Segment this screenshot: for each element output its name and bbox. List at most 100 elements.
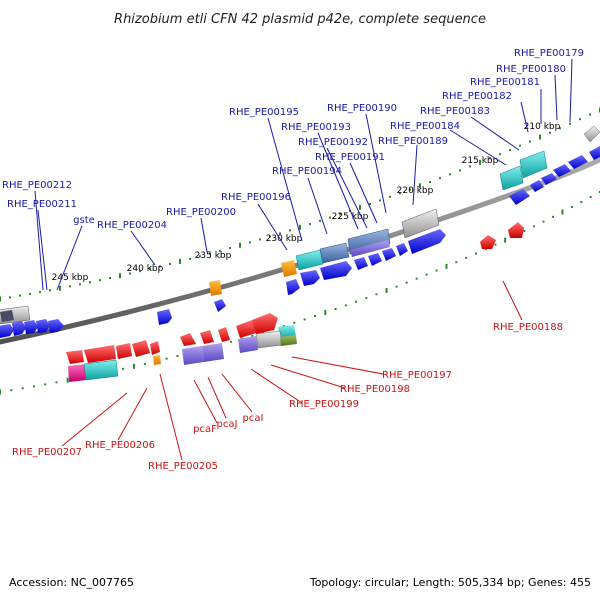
gene-label: RHE_PE00184	[390, 121, 460, 132]
gene-forward	[295, 249, 324, 271]
gene-forward	[0, 324, 14, 338]
reverse-genes	[66, 222, 524, 382]
map-title: Rhizobium etli CFN 42 plasmid p42e, comp…	[114, 12, 486, 27]
gene-reverse	[153, 355, 161, 365]
gene-forward	[319, 242, 350, 264]
gene-forward	[286, 279, 300, 295]
gene-forward	[583, 125, 600, 143]
gene-reverse	[508, 222, 524, 238]
gene-forward	[530, 180, 544, 192]
scale-label: 230 kbp	[266, 234, 303, 244]
gene-label: RHE_PE00194	[272, 166, 342, 177]
gene-label: RHE_PE00211	[7, 199, 77, 210]
gene-label: pcaJ	[217, 419, 238, 430]
gene-label: RHE_PE00206	[85, 440, 155, 451]
gene-forward	[382, 248, 396, 261]
scale-label: 220 kbp	[397, 186, 434, 196]
gene-forward	[589, 146, 600, 160]
gene-reverse	[236, 320, 256, 338]
gene-label: RHE_PE00199	[289, 399, 359, 410]
gene-label: RHE_PE00197	[382, 370, 452, 381]
gene-forward	[281, 260, 297, 277]
outer-scale-ticks	[0, 107, 600, 302]
gene-reverse	[68, 364, 87, 382]
reverse-gene-labels: RHE_PE00188 RHE_PE00197 RHE_PE00198 RHE_…	[12, 322, 563, 472]
gene-reverse	[84, 345, 116, 363]
gene-reverse	[116, 343, 132, 359]
gene-forward	[568, 155, 588, 169]
forward-gene-labels: RHE_PE00179 RHE_PE00180 RHE_PE00181 RHE_…	[2, 48, 584, 231]
forward-genes	[0, 125, 600, 338]
gene-forward	[368, 253, 382, 266]
forward-leader-lines	[34, 58, 573, 291]
reverse-leader-lines	[61, 280, 523, 461]
gene-label: RHE_PE00207	[12, 447, 82, 458]
gene-forward	[553, 164, 571, 177]
gene-forward	[401, 208, 440, 239]
gene-reverse	[238, 336, 258, 353]
gene-label: RHE_PE00193	[281, 122, 351, 133]
gene-forward	[350, 240, 390, 257]
gene-forward	[499, 165, 524, 191]
scale-label: 215 kbp	[462, 156, 499, 166]
gene-reverse	[280, 335, 297, 346]
gene-reverse	[480, 235, 496, 249]
gene-forward	[396, 243, 408, 256]
gene-forward	[0, 310, 14, 322]
scale-label: 225 kbp	[332, 212, 369, 222]
gene-reverse	[180, 333, 196, 346]
gene-reverse	[132, 340, 150, 357]
gene-forward	[320, 261, 352, 280]
gene-reverse	[182, 346, 204, 365]
gene-reverse	[200, 330, 214, 344]
gene-forward	[214, 299, 226, 312]
gene-label: RHE_PE00195	[229, 107, 299, 118]
scale-label: 240 kbp	[127, 264, 164, 274]
gene-label: RHE_PE00180	[496, 64, 566, 75]
gene-label: RHE_PE00181	[470, 77, 540, 88]
gene-forward	[48, 319, 64, 333]
scale-label: 235 kbp	[195, 251, 232, 261]
gene-label: RHE_PE00212	[2, 180, 72, 191]
gene-label: RHE_PE00204	[97, 220, 167, 231]
gene-label: RHE_PE00200	[166, 207, 236, 218]
scale-label: 245 kbp	[52, 273, 89, 283]
gene-label: RHE_PE00188	[493, 322, 563, 333]
gene-forward	[12, 321, 26, 336]
gene-reverse	[202, 343, 224, 362]
gene-reverse	[255, 330, 283, 349]
gene-label: RHE_PE00198	[340, 384, 410, 395]
gene-reverse	[66, 350, 84, 364]
accession-text: Accession: NC_007765	[9, 576, 134, 589]
gene-reverse	[252, 313, 278, 334]
gene-label: RHE_PE00182	[442, 91, 512, 102]
gene-reverse	[278, 325, 296, 339]
gene-forward	[509, 189, 530, 205]
gene-label: RHE_PE00190	[327, 103, 397, 114]
gene-forward	[354, 257, 368, 270]
gene-reverse	[218, 327, 230, 342]
gene-forward	[541, 173, 557, 185]
gene-label: RHE_PE00189	[378, 136, 448, 147]
gene-label: pcaI	[243, 413, 264, 424]
gene-label: RHE_PE00196	[221, 192, 291, 203]
gene-forward	[300, 270, 320, 286]
gene-label: gste	[73, 215, 95, 226]
gene-label: pcaF	[193, 424, 217, 435]
gene-forward	[347, 228, 391, 255]
scale-labels: 245 kbp 240 kbp 235 kbp 230 kbp 225 kbp …	[52, 122, 561, 283]
gene-forward	[519, 150, 548, 179]
gene-label: RHE_PE00192	[298, 137, 368, 148]
gene-label: RHE_PE00191	[315, 152, 385, 163]
gene-reverse	[83, 359, 119, 381]
gene-label: RHE_PE00205	[148, 461, 218, 472]
gene-reverse	[150, 341, 160, 355]
gene-forward	[408, 229, 446, 254]
summary-text: Topology: circular; Length: 505,334 bp; …	[309, 576, 591, 589]
scale-label: 210 kbp	[524, 122, 561, 132]
gene-label: RHE_PE00179	[514, 48, 584, 59]
gene-forward	[157, 309, 172, 325]
gene-forward	[209, 280, 222, 296]
